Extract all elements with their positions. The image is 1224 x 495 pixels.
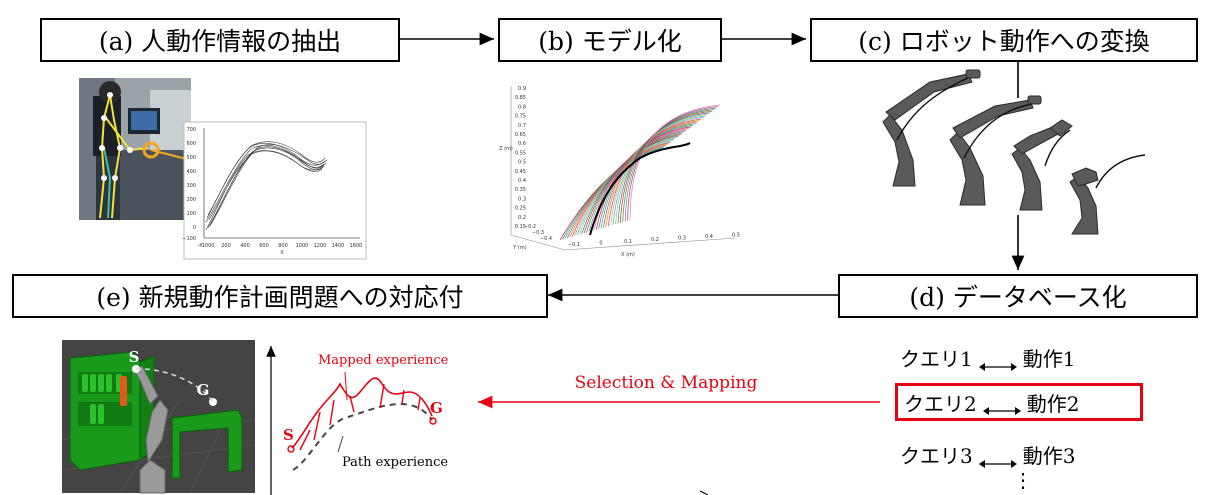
plot-b-ylabel: Y (m) (512, 245, 526, 251)
plot-a-xtick: 400 (240, 243, 250, 249)
plot-b-ztick: 0.2 (518, 215, 526, 221)
action-label: 動作3 (1022, 444, 1076, 468)
model-trajectory-curve (576, 138, 675, 236)
plot-b-ytick: −0.4 (540, 236, 552, 242)
plot-b-xtick: 0.5 (732, 232, 740, 238)
action-label: 動作1 (1022, 347, 1076, 371)
scene-start-label: S (129, 348, 140, 366)
plot-b-ztick: 0.25 (515, 206, 526, 212)
plot-b-xlabel: X (m) (621, 252, 635, 258)
plot-a-xtick: 200 (221, 243, 231, 249)
plot-a-xtick: 1400 (332, 243, 345, 249)
double-arrow-icon (978, 450, 1017, 468)
double-arrow-icon (978, 353, 1017, 371)
path-experience-sketch (287, 371, 437, 471)
plot-b-ztick: 0.65 (515, 132, 526, 138)
plot-a-xlabel: X (280, 250, 284, 256)
plot-a-ytick: −100 (182, 236, 196, 242)
box-a-label: (a) 人動作情報の抽出 (98, 27, 342, 56)
plot-b-xtick: 0.3 (678, 236, 686, 242)
plot-a-ytick: 0 (193, 225, 196, 231)
plot-a-xtick: 1000 (296, 243, 309, 249)
plot-b-ztick: 0.75 (515, 114, 526, 120)
plot-b-ztick: 0.7 (518, 123, 526, 129)
scene-goal-label: G (197, 381, 210, 399)
box-b-label: (b) モデル化 (538, 27, 682, 56)
database-row-selected: クエリ2 動作2 (895, 383, 1143, 421)
action-label: 動作2 (1026, 391, 1080, 416)
mapping-goal-label: G (430, 399, 443, 417)
plot-b-xtick: 0.4 (705, 234, 713, 240)
plot-b-ztick: 0.4 (518, 178, 526, 184)
plot-b-ytick: −0.3 (532, 230, 544, 236)
plot-a-ytick: 500 (186, 155, 196, 161)
model-trajectory-curve (564, 146, 665, 239)
plot-b-ztick: 0.55 (515, 150, 526, 156)
plot-b-ytick: −0.2 (524, 224, 536, 230)
model-trajectory-curve (629, 104, 721, 221)
box-extract-human-motion: (a) 人動作情報の抽出 (40, 18, 400, 62)
plot-b-xtick: 0 (599, 240, 602, 246)
database-row: クエリ1 動作1 (900, 343, 1075, 372)
plot-b-xtick: 0.2 (651, 237, 659, 243)
plot-b-ztick: 0.9 (518, 86, 526, 92)
model-trajectory-curve (566, 145, 667, 239)
plot-a-ytick: 100 (186, 211, 196, 217)
plot-b-ztick: 0.35 (515, 187, 526, 193)
box-e-label: (e) 新規動作計画問題への対応付 (96, 283, 464, 312)
trajectory-plot-2d (183, 121, 367, 260)
mapped-experience-label: Mapped experience (318, 353, 449, 368)
plot-a-xtick: −1000 (198, 243, 215, 249)
path-experience-label: Path experience (342, 455, 448, 470)
box-database: (d) データベース化 (838, 274, 1198, 318)
database-row: クエリ3 動作3 (900, 440, 1075, 469)
query-label: クエリ1 (900, 347, 973, 371)
robot-arm-illustrations (873, 68, 1146, 237)
double-arrow-icon (982, 397, 1021, 415)
box-new-motion-planning: (e) 新規動作計画問題への対応付 (12, 274, 548, 318)
plot-b-ztick: 0.8 (518, 104, 526, 110)
plot-a-xtick: 1600 (350, 243, 363, 249)
plot-b-xtick: 0.1 (624, 239, 632, 245)
plot-b-ztick: 0.15 (515, 224, 526, 230)
plot-b-zlabel: Z (m) (499, 146, 513, 152)
plot-a-ytick: 200 (186, 197, 196, 203)
selection-mapping-label: Selection & Mapping (575, 373, 758, 393)
trajectory-plot-3d (510, 86, 736, 251)
box-d-label: (d) データベース化 (909, 283, 1127, 312)
plot-a-ylabel: Y (198, 243, 203, 249)
plot-a-ytick: 700 (186, 127, 196, 133)
planning-scene-render (61, 340, 256, 494)
plot-b-xtick: −0.1 (568, 242, 580, 248)
plot-b-ztick: 0.6 (518, 141, 526, 147)
person-photo (79, 78, 239, 220)
plot-a-ytick: 300 (186, 183, 196, 189)
mapping-start-label: S (283, 426, 294, 444)
plot-a-ytick: 600 (186, 141, 196, 147)
plot-b-ztick: 0.85 (515, 95, 526, 101)
plot-b-ztick: 0.45 (515, 169, 526, 175)
stray-mark (699, 490, 709, 495)
query-label: クエリ3 (900, 444, 973, 468)
box-c-label: (c) ロボット動作への変換 (858, 27, 1150, 56)
plot-a-xtick: 1200 (314, 243, 327, 249)
plot-a-ytick: 400 (186, 169, 196, 175)
box-modeling: (b) モデル化 (498, 18, 722, 62)
database-ellipsis: ⋮ (1013, 468, 1033, 492)
plot-b-ztick: 0.3 (518, 196, 526, 202)
box-robot-conversion: (c) ロボット動作への変換 (810, 18, 1198, 62)
plot-a-xtick: 600 (259, 243, 269, 249)
plot-a-xtick: 800 (278, 243, 288, 249)
query-label: クエリ2 (904, 391, 977, 416)
plot-b-ztick: 0.5 (518, 160, 526, 166)
